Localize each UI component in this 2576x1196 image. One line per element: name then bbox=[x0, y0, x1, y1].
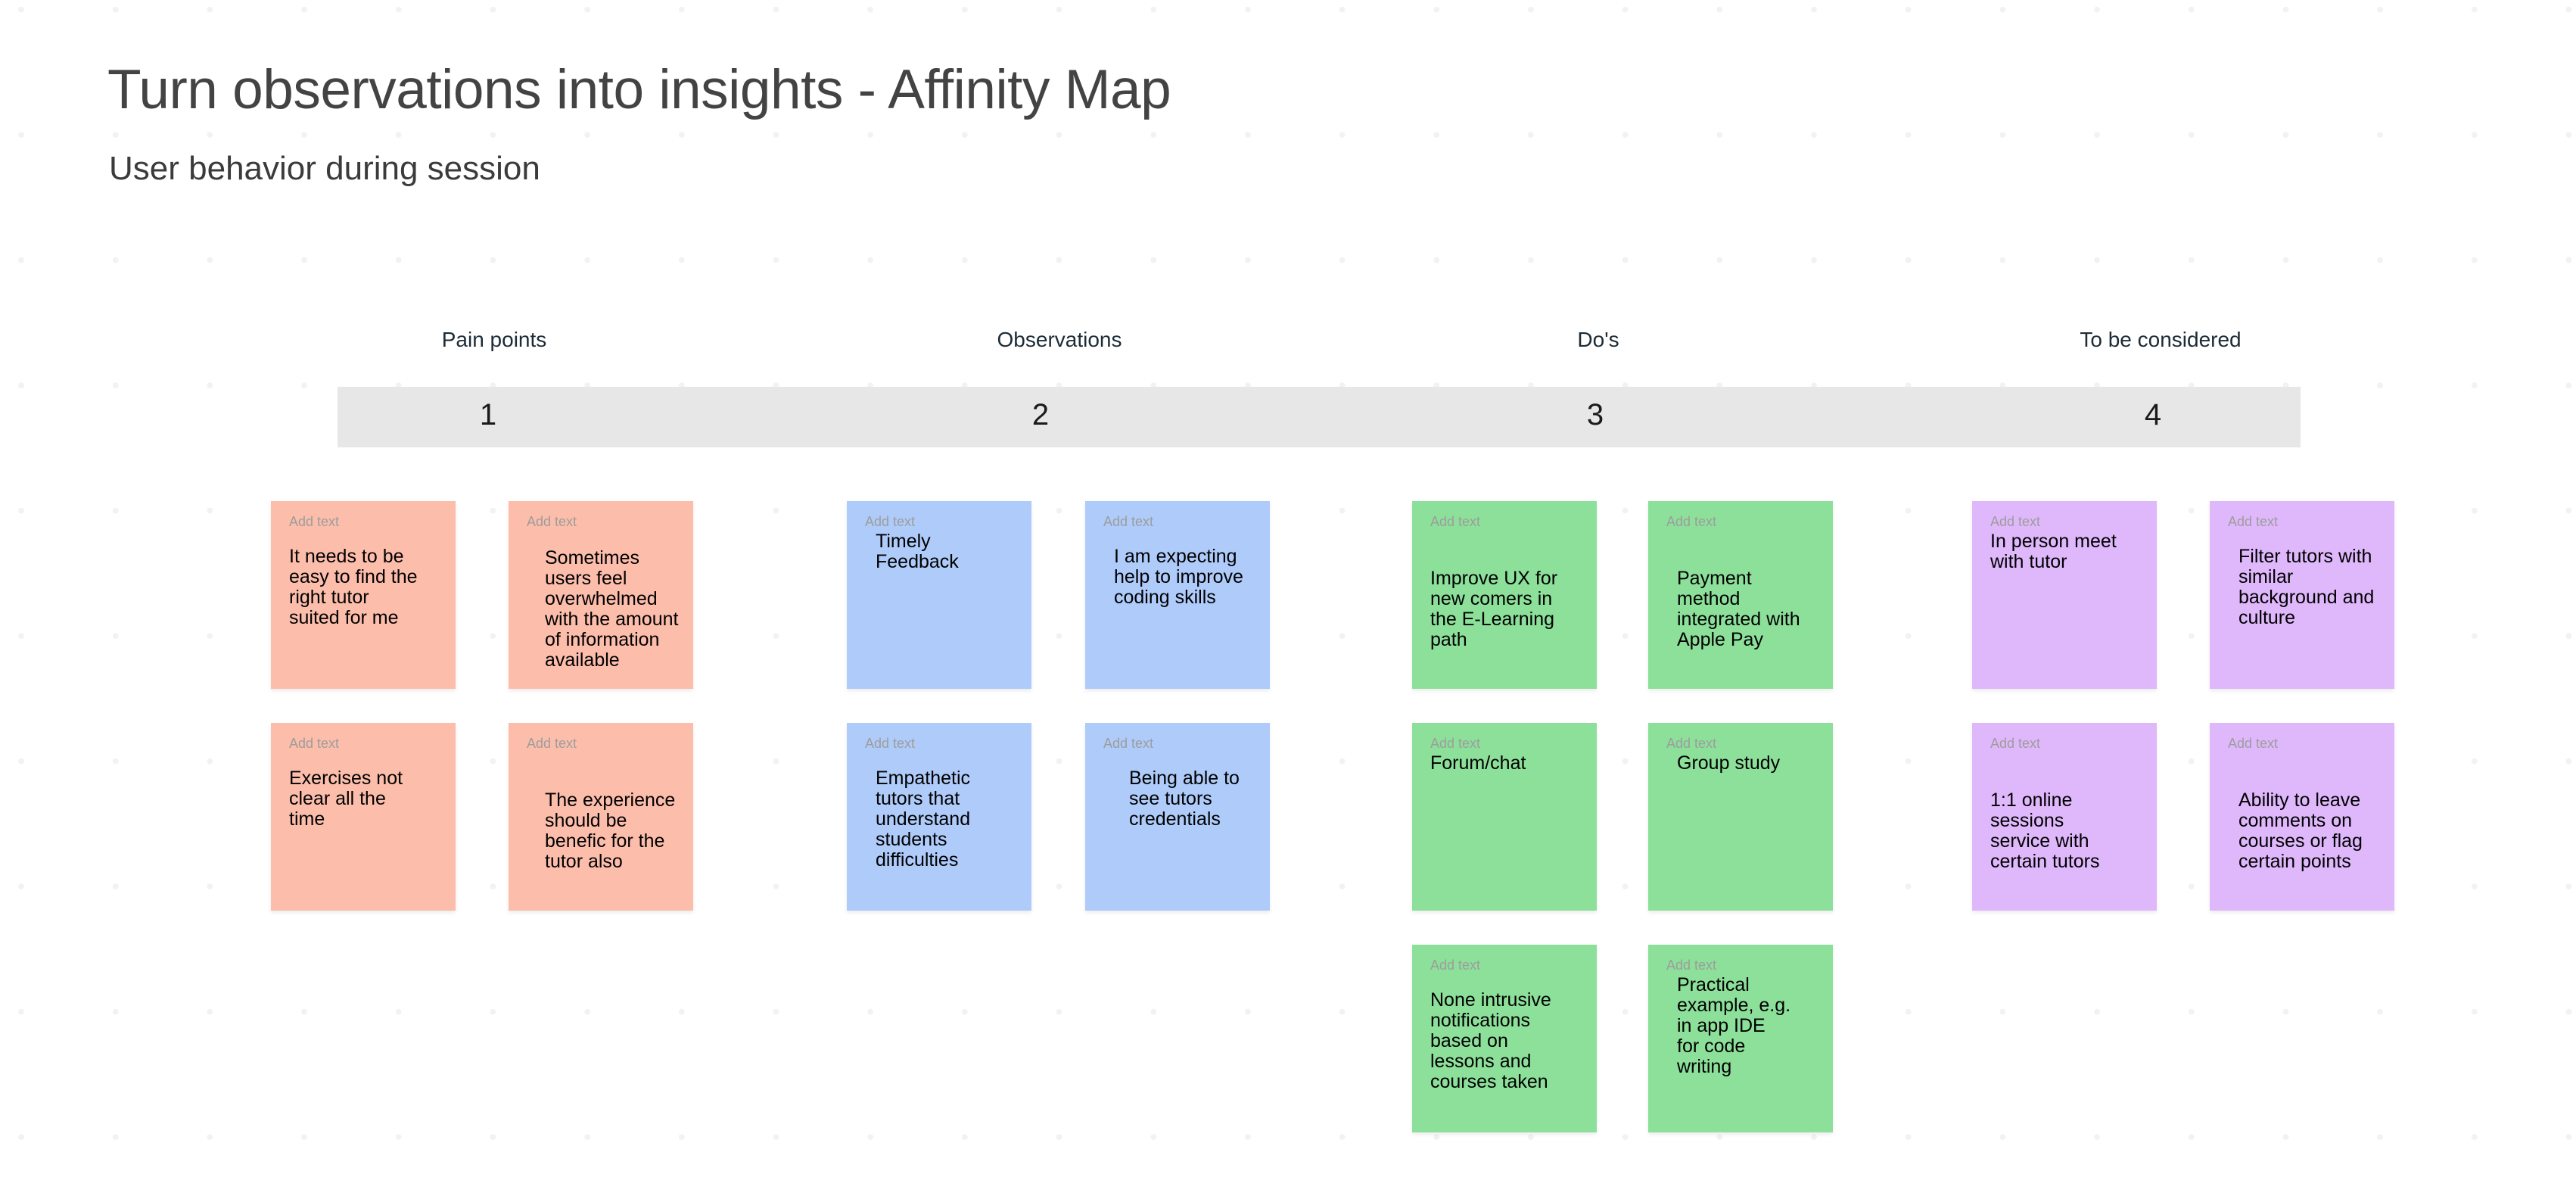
sticky-note-placeholder[interactable]: Add text bbox=[2228, 514, 2279, 529]
sticky-note-placeholder[interactable]: Add text bbox=[2228, 736, 2279, 751]
sticky-note-placeholder[interactable]: Add text bbox=[1990, 514, 2041, 529]
sticky-note[interactable]: Add text It needs to be easy to find the … bbox=[271, 501, 456, 689]
column-label-2[interactable]: Observations bbox=[997, 328, 1122, 351]
sticky-note-text[interactable]: Empathetic tutors that understand studen… bbox=[876, 768, 971, 871]
sticky-note-inner: Timely Feedback bbox=[865, 531, 1018, 687]
sticky-note-inner: Improve UX for new comers in the E-Learn… bbox=[1430, 531, 1583, 689]
sticky-note-text[interactable]: Being able to see tutors credentials bbox=[1129, 768, 1240, 830]
column-label-4[interactable]: To be considered bbox=[2080, 328, 2242, 351]
column-number-4: 4 bbox=[2144, 398, 2162, 431]
sticky-note[interactable]: Add text 1:1 online sessions service with… bbox=[1972, 723, 2157, 911]
sticky-note-text[interactable]: Ability to leave comments on courses or … bbox=[2238, 790, 2363, 872]
sticky-note-inner: I am expecting help to improve coding sk… bbox=[1103, 531, 1256, 689]
sticky-note-inner: Forum/chat bbox=[1430, 753, 1583, 909]
sticky-note-inner: None intrusive notifications based on le… bbox=[1430, 975, 1583, 1132]
sticky-note-text[interactable]: Forum/chat bbox=[1430, 752, 1526, 774]
sticky-note-inner: Filter tutors with similar background an… bbox=[2228, 531, 2381, 689]
sticky-note-placeholder[interactable]: Add text bbox=[1430, 736, 1481, 751]
sticky-note-placeholder[interactable]: Add text bbox=[865, 736, 916, 751]
sticky-note-text[interactable]: Exercises not clear all the time bbox=[289, 768, 403, 830]
sticky-note-text[interactable]: Improve UX for new comers in the E-Learn… bbox=[1430, 568, 1558, 650]
sticky-note-text[interactable]: Timely Feedback bbox=[876, 531, 959, 572]
sticky-note-inner: Empathetic tutors that understand studen… bbox=[865, 753, 1018, 911]
sticky-note-placeholder[interactable]: Add text bbox=[1666, 958, 1717, 973]
column-label-1[interactable]: Pain points bbox=[441, 328, 547, 351]
sticky-note-placeholder[interactable]: Add text bbox=[527, 736, 577, 751]
sticky-note-placeholder[interactable]: Add text bbox=[289, 514, 340, 529]
sticky-note-text[interactable]: Practical example, e.g. in app IDE for c… bbox=[1677, 974, 1791, 1077]
sticky-note-placeholder[interactable]: Add text bbox=[1990, 736, 2041, 751]
sticky-note-placeholder[interactable]: Add text bbox=[1103, 736, 1154, 751]
column-label-3[interactable]: Do's bbox=[1577, 328, 1619, 351]
sticky-note-inner: Group study bbox=[1666, 753, 1819, 909]
sticky-note-text[interactable]: I am expecting help to improve coding sk… bbox=[1114, 546, 1243, 608]
sticky-note-placeholder[interactable]: Add text bbox=[527, 514, 577, 529]
sticky-note-text[interactable]: In person meet with tutor bbox=[1990, 531, 2117, 572]
sticky-note-inner: Sometimes users feel overwhelmed with th… bbox=[527, 531, 680, 689]
column-number-bar bbox=[338, 387, 2301, 447]
sticky-note-text[interactable]: None intrusive notifications based on le… bbox=[1430, 989, 1551, 1092]
sticky-note-text[interactable]: It needs to be easy to find the right tu… bbox=[289, 546, 418, 628]
sticky-note-inner: Ability to leave comments on courses or … bbox=[2228, 753, 2381, 911]
sticky-note-inner: Payment method integrated with Apple Pay bbox=[1666, 531, 1819, 689]
page-subtitle: User behavior during session bbox=[109, 150, 540, 187]
sticky-note-inner: In person meet with tutor bbox=[1990, 531, 2143, 687]
sticky-note-text[interactable]: Group study bbox=[1677, 752, 1781, 774]
sticky-note-inner: 1:1 online sessions service with certain… bbox=[1990, 753, 2143, 911]
column-number-3: 3 bbox=[1586, 398, 1604, 431]
page-title: Turn observations into insights - Affini… bbox=[107, 59, 1171, 120]
column-number-2: 2 bbox=[1031, 398, 1050, 431]
sticky-note-placeholder[interactable]: Add text bbox=[1430, 958, 1481, 973]
sticky-note[interactable]: Add text In person meet with tutor bbox=[1972, 501, 2157, 689]
sticky-note-inner: Practical example, e.g. in app IDE for c… bbox=[1666, 975, 1819, 1131]
sticky-note-placeholder[interactable]: Add text bbox=[289, 736, 340, 751]
sticky-note-text[interactable]: Sometimes users feel overwhelmed with th… bbox=[545, 547, 679, 671]
sticky-note-placeholder[interactable]: Add text bbox=[865, 514, 916, 529]
sticky-note-text[interactable]: 1:1 online sessions service with certain… bbox=[1990, 790, 2100, 872]
sticky-note-placeholder[interactable]: Add text bbox=[1666, 514, 1717, 529]
sticky-note-placeholder[interactable]: Add text bbox=[1103, 514, 1154, 529]
sticky-note-text[interactable]: Filter tutors with similar background an… bbox=[2238, 546, 2375, 628]
sticky-note-text[interactable]: Payment method integrated with Apple Pay bbox=[1677, 568, 1800, 650]
sticky-note[interactable]: Add text I am expecting help to improve c… bbox=[1085, 501, 1270, 689]
sticky-note-inner: Being able to see tutors credentials bbox=[1103, 753, 1256, 911]
sticky-note-text[interactable]: The experience should be benefic for the… bbox=[545, 790, 676, 872]
sticky-note-inner: It needs to be easy to find the right tu… bbox=[289, 531, 442, 689]
sticky-note-placeholder[interactable]: Add text bbox=[1666, 736, 1717, 751]
column-number-1: 1 bbox=[479, 398, 497, 431]
sticky-note-inner: Exercises not clear all the time bbox=[289, 753, 442, 911]
sticky-note-placeholder[interactable]: Add text bbox=[1430, 514, 1481, 529]
sticky-note-inner: The experience should be benefic for the… bbox=[527, 753, 680, 911]
